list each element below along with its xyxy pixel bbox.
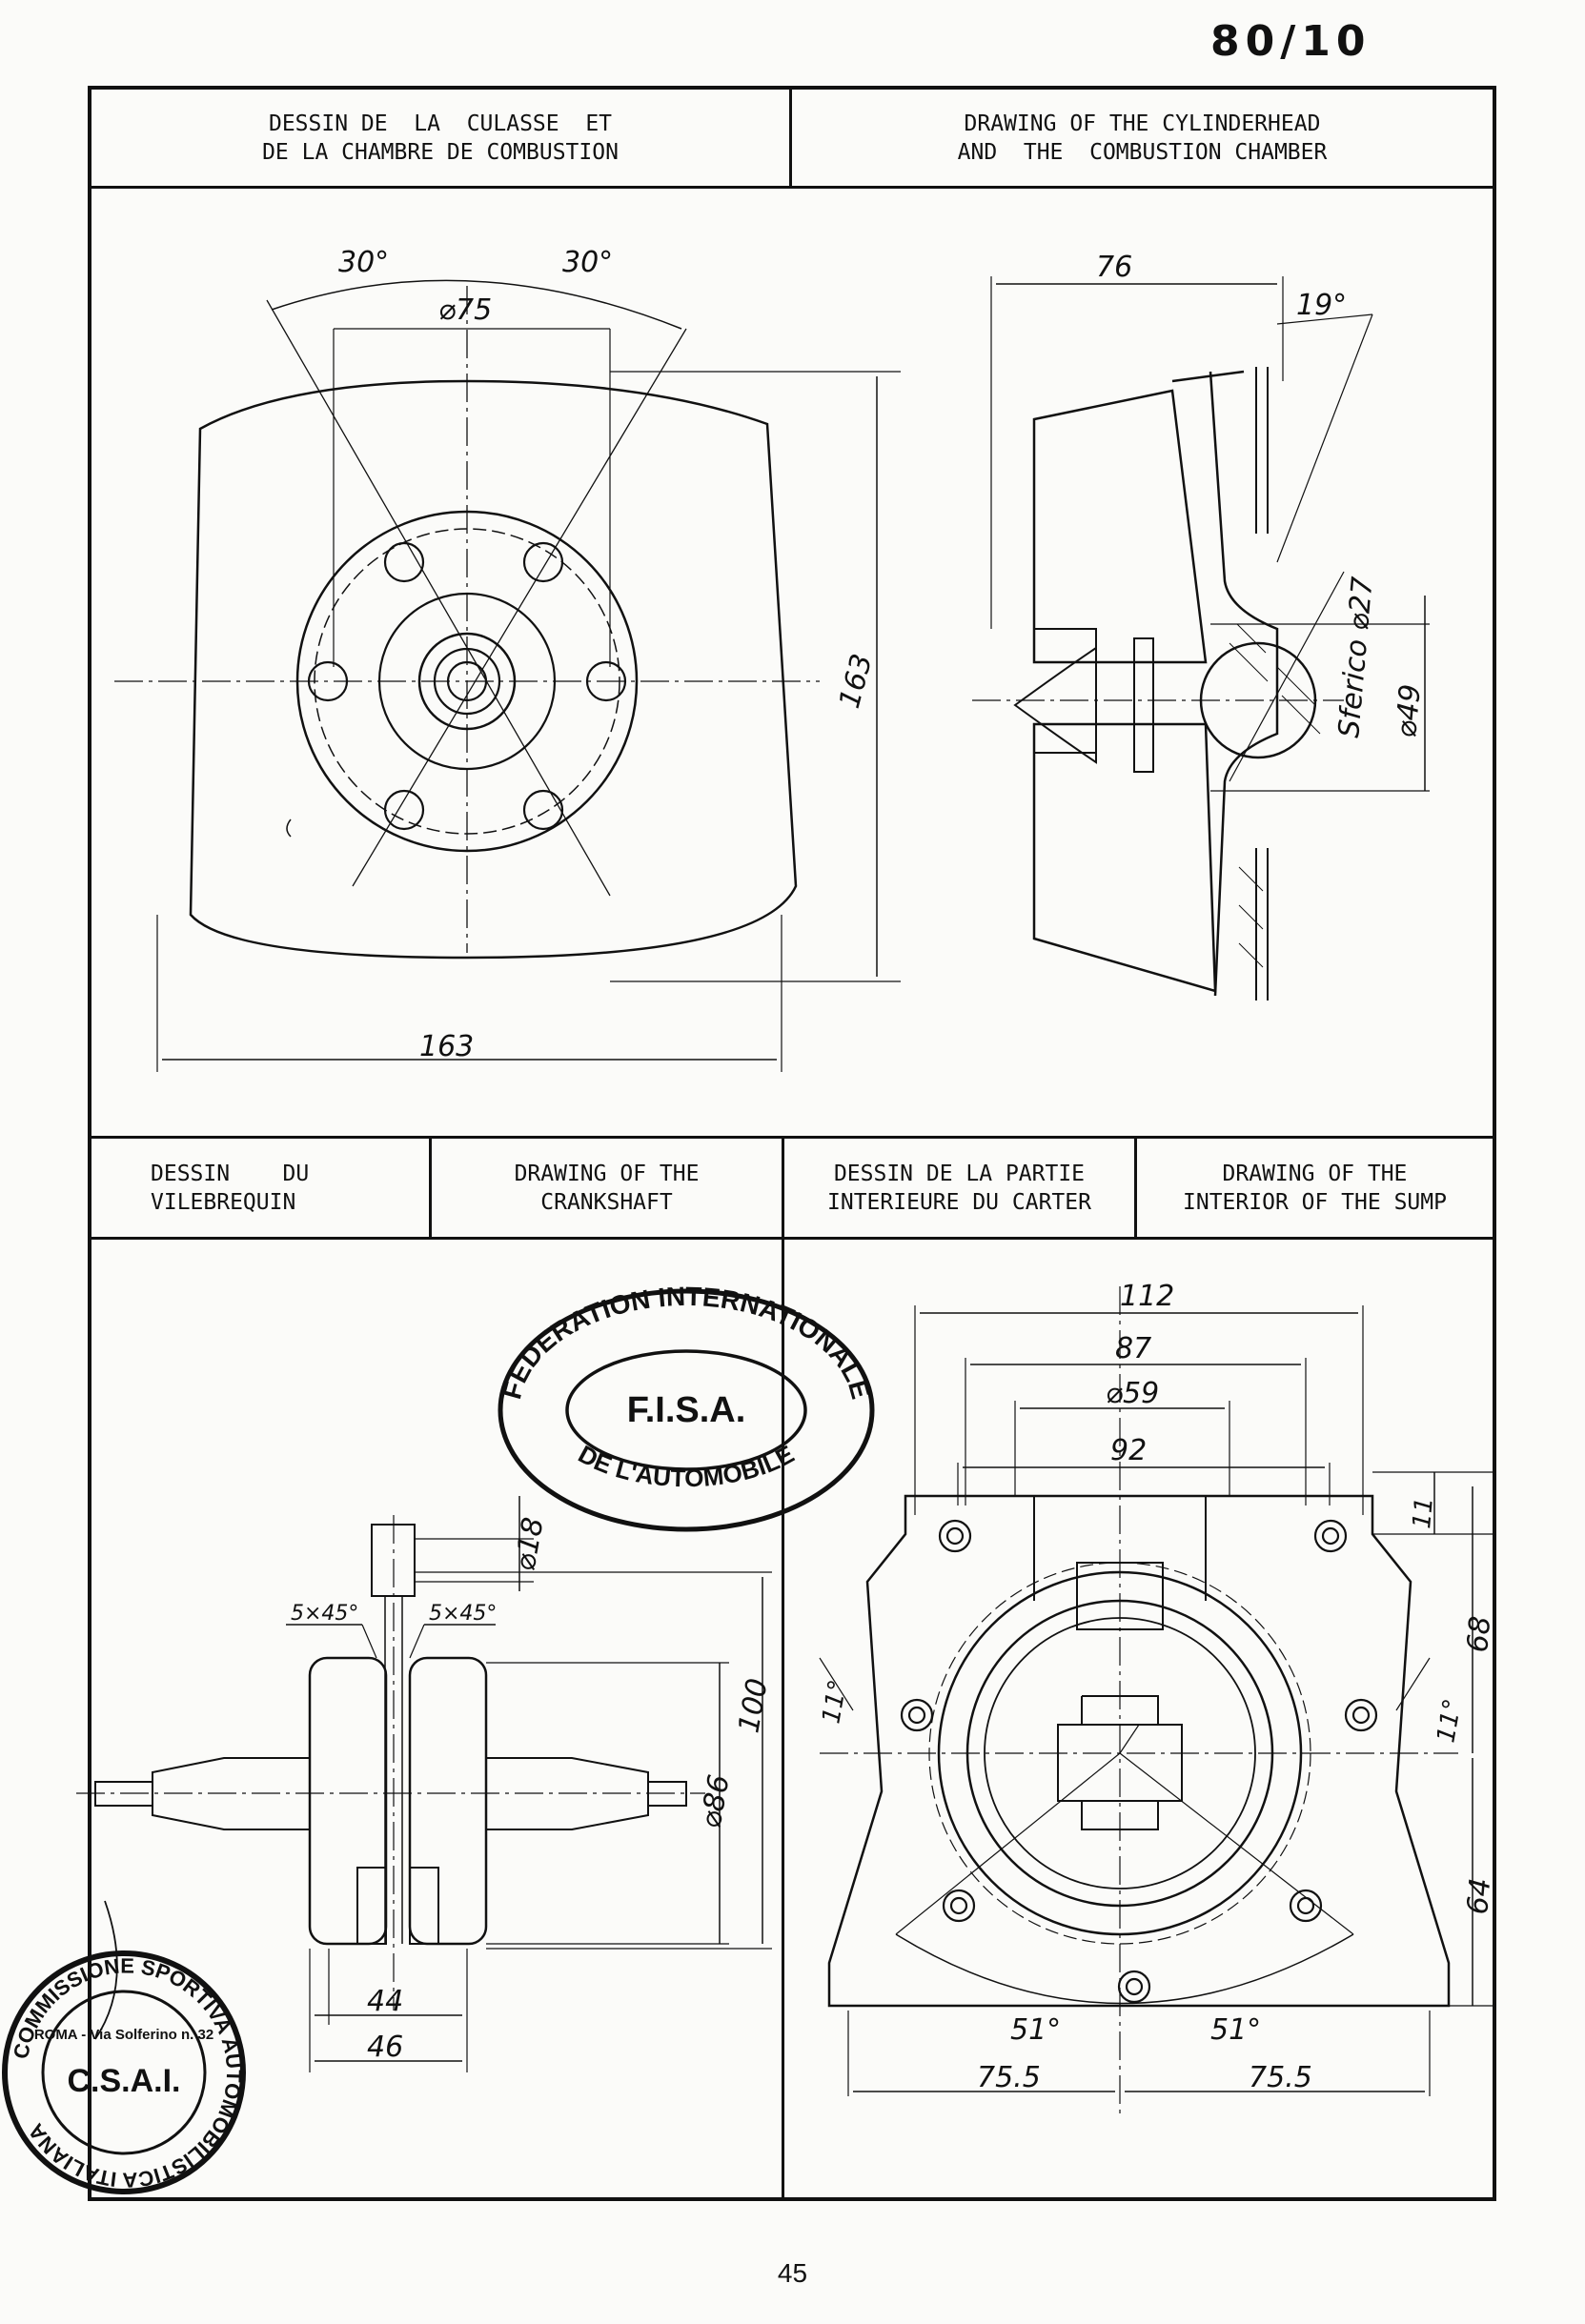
divider [429, 1136, 432, 1237]
fisa-ring-top: FEDERATION INTERNATIONALE [497, 1282, 876, 1403]
sump-header-en: DRAWING OF THE INTERIOR OF THE SUMP [1183, 1161, 1447, 1215]
fisa-center-text: F.I.S.A. [627, 1390, 746, 1430]
dim-crank-inner-width: 44 [367, 1985, 403, 2018]
cylinderhead-header-en: DRAWING OF THE CYLINDERHEAD AND THE COMB… [957, 111, 1328, 165]
dim-crank-chamfer-left: 5×45° [291, 1602, 358, 1626]
fisa-stamp: FEDERATION INTERNATIONALE DE L'AUTOMOBIL… [497, 1282, 876, 1532]
page-number-footer: 45 [777, 2258, 808, 2288]
dim-sump-half-left: 75.5 [977, 2061, 1041, 2094]
dim-sump-angle-br: 51° [1210, 2013, 1261, 2047]
csai-stamp: COMMISSIONE SPORTIVA AUTOMOBILISTICA ITA… [2, 1950, 246, 2194]
dim-head-bolt-circle: ⌀75 [438, 293, 492, 327]
dim-head-height: 163 [833, 651, 880, 712]
dim-head-width: 163 [419, 1030, 474, 1063]
dim-crank-outer-width: 46 [367, 2031, 403, 2064]
dim-sump-angle-bl: 51° [1010, 2013, 1061, 2047]
cylinderhead-header-fr: DESSIN DE LA CULASSE ET DE LA CHAMBRE DE… [262, 111, 619, 165]
divider [1134, 1136, 1137, 1237]
csai-address: ROMA - Via Solferino n. 32 [34, 2027, 213, 2043]
dim-sump-outer: 112 [1120, 1280, 1174, 1313]
dim-head-depth: 76 [1096, 251, 1132, 284]
divider [782, 1136, 784, 2201]
cylinderhead-side-view [972, 276, 1430, 1000]
csai-center-text: C.S.A.I. [67, 2063, 180, 2099]
dim-crank-pin: ⌀18 [508, 1515, 550, 1573]
dim-sump-height-lower: 64 [1461, 1877, 1497, 1916]
cylinderhead-front-view [114, 279, 901, 1072]
dim-crank-web-dia: ⌀86 [694, 1772, 736, 1830]
dim-sump-half-right: 75.5 [1249, 2061, 1312, 2094]
dim-head-bore: ⌀49 [1390, 683, 1428, 739]
divider [88, 1136, 1496, 1139]
dim-sump-angle-right: 11° [1432, 1697, 1468, 1746]
dim-head-sphere: Sferico ⌀27 [1332, 576, 1380, 739]
divider [88, 186, 1496, 189]
sump-interior-drawing [819, 1286, 1496, 2115]
divider [88, 1237, 1496, 1240]
dim-head-fin-angle: 19° [1296, 289, 1347, 322]
divider [789, 86, 792, 186]
crankshaft-header-fr: DESSIN DU VILEBREQUIN [151, 1161, 310, 1215]
dim-head-angle-left: 30° [338, 246, 389, 279]
dim-head-angle-right: 30° [562, 246, 613, 279]
page-reference-number: 80/10 [1210, 17, 1372, 66]
dim-sump-angle-left: 11° [817, 1678, 853, 1727]
dim-sump-flange: 92 [1110, 1434, 1147, 1467]
dim-sump-bore: ⌀59 [1106, 1377, 1159, 1410]
dim-crank-chamfer-right: 5×45° [429, 1602, 497, 1626]
crankshaft-header-en: DRAWING OF THE CRANKSHAFT [514, 1161, 700, 1215]
sump-header-fr: DESSIN DE LA PARTIE INTERIEURE DU CARTER [827, 1161, 1091, 1215]
dim-sump-mid: 87 [1115, 1332, 1151, 1365]
dim-crank-length: 100 [732, 1676, 774, 1735]
fisa-ring-bottom: DE L'AUTOMOBILE [574, 1440, 799, 1493]
drawing-frame [88, 86, 1496, 2201]
dim-sump-top-offset: 11 [1408, 1496, 1439, 1530]
dim-sump-height-upper: 68 [1461, 1615, 1497, 1654]
crankshaft-drawing [76, 1496, 772, 2072]
